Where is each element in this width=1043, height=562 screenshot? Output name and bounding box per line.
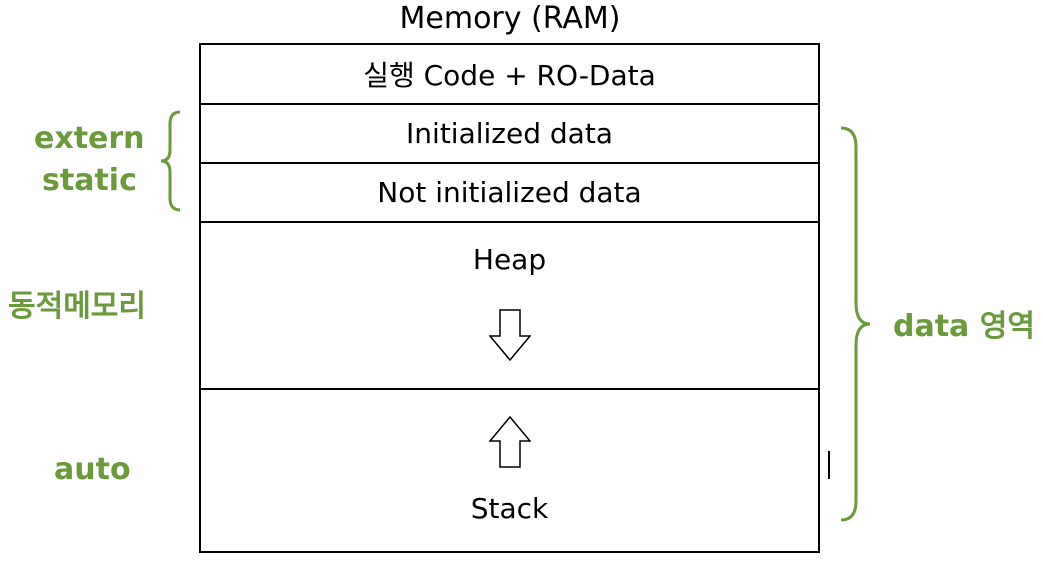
stack-label: Stack [470, 492, 549, 525]
text-cursor [828, 451, 830, 479]
heap-segment: Heap [201, 223, 818, 390]
uninitialized-data-segment: Not initialized data [201, 164, 818, 223]
memory-block: 실행 Code + RO-Data Initialized data Not i… [199, 43, 820, 553]
arrow-up-icon [489, 416, 531, 468]
stack-segment: Stack [201, 390, 818, 551]
data-region-label: data 영역 [893, 309, 1035, 344]
code-segment: 실행 Code + RO-Data [201, 45, 818, 105]
auto-label: auto [54, 452, 131, 487]
heap-label: Heap [472, 243, 547, 276]
arrow-down-icon [489, 309, 531, 361]
right-brace-icon [840, 126, 871, 522]
initialized-data-segment: Initialized data [201, 105, 818, 164]
extern-label: extern [34, 121, 145, 156]
static-label: static [42, 163, 137, 198]
diagram-title: Memory (RAM) [399, 1, 621, 36]
left-brace-icon [160, 110, 181, 212]
dynamic-memory-label: 동적메모리 [8, 289, 146, 324]
